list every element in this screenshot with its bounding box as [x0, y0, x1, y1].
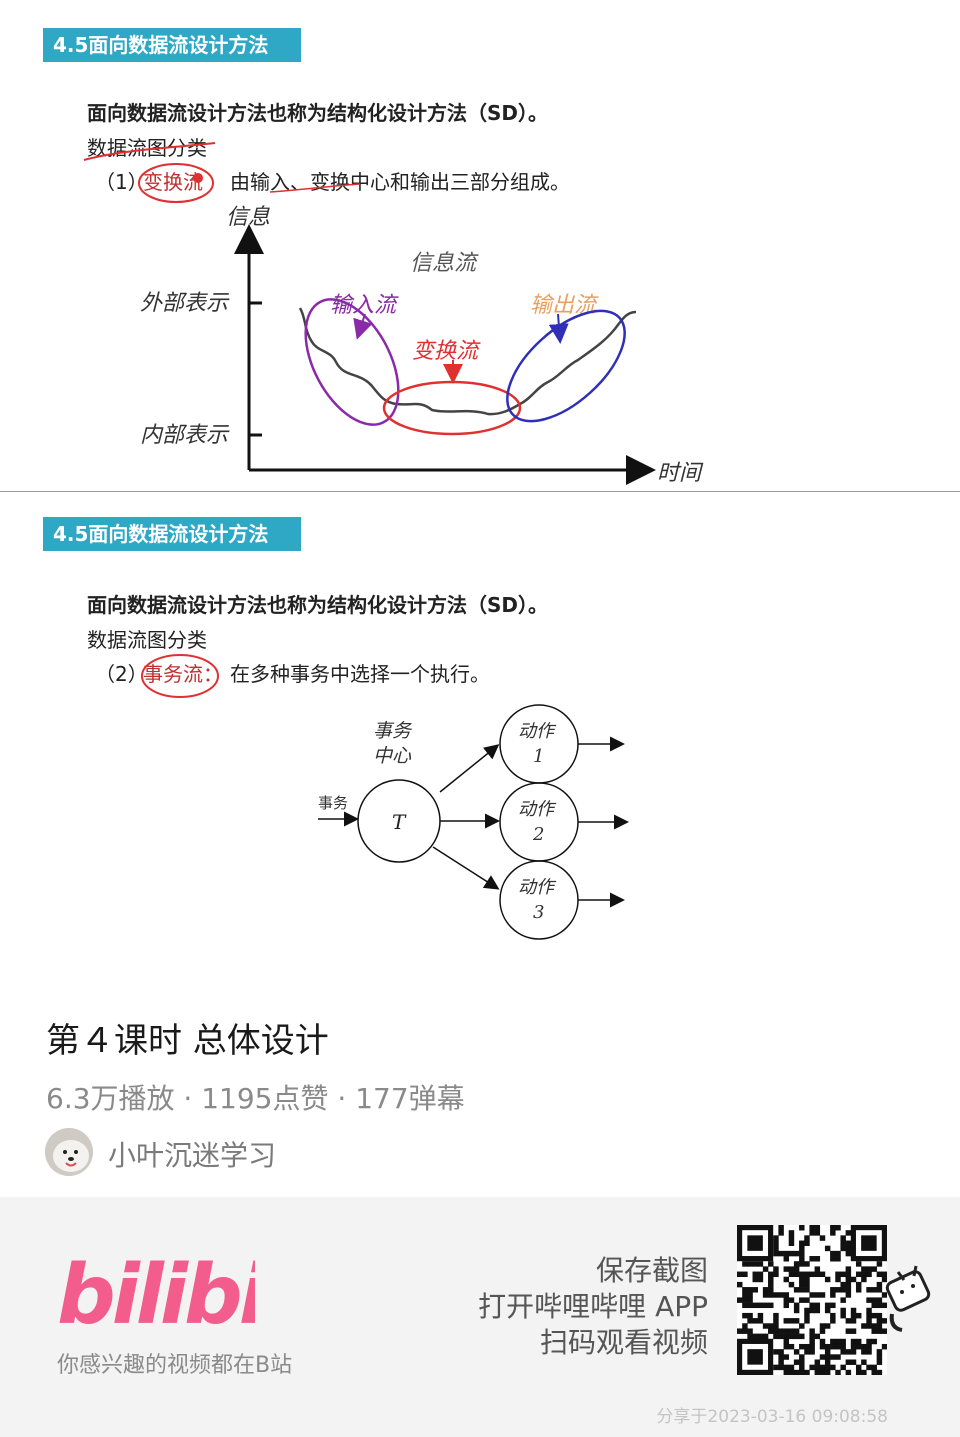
internal-representation-label: 内部表示	[140, 423, 230, 448]
transaction-input-label: 事务	[318, 794, 348, 812]
input-flow-region	[304, 298, 400, 426]
center-label-1: 事务	[373, 720, 413, 742]
action-node-3	[499, 860, 579, 940]
center-node-label: T	[392, 810, 407, 834]
subheading: 数据流图分类	[87, 628, 207, 652]
transform-flow-diagram: 信息 时间 外部表示 内部表示 信息流 输入流 输出流 变换流	[83, 142, 704, 486]
cta-open-app: 打开哔哩哔哩 APP	[478, 1290, 708, 1323]
slide-transaction-flow: 4.5面向数据流设计方法 面向数据流设计方法也称为结构化设计方法（SD）。 数据…	[0, 492, 960, 982]
action-node-2	[499, 782, 579, 862]
qr-code-icon	[737, 1225, 887, 1375]
transaction-flow-diagram: 事务 中心 事务 T 动作 1 动作 2 动作 3	[141, 654, 629, 940]
branch-arrow-1	[439, 744, 500, 793]
action-num-1: 1	[533, 746, 544, 767]
action-num-2: 2	[532, 824, 544, 845]
bilibili-logo: bilibili	[57, 1248, 255, 1333]
item-keyword: 事务流：	[143, 662, 223, 686]
annotation-circle	[138, 163, 214, 203]
cta-scan-qr: 扫码观看视频	[539, 1326, 708, 1359]
slogan: 你感兴趣的视频都在B站	[57, 1353, 293, 1378]
output-flow-label: 输出流	[530, 293, 599, 318]
slide-transform-flow: 4.5面向数据流设计方法 面向数据流设计方法也称为结构化设计方法（SD）。 数据…	[0, 0, 960, 491]
cta-save-screenshot: 保存截图	[595, 1254, 708, 1287]
annotation-circle	[141, 654, 219, 698]
share-timestamp: 分享于2023-03-16 09:08:58	[656, 1407, 888, 1427]
item-number: （2）	[95, 662, 148, 686]
avatar[interactable]	[45, 1128, 93, 1176]
input-arrow	[353, 313, 373, 340]
x-axis-label: 时间	[657, 461, 704, 486]
info-flow-label: 信息流	[410, 251, 479, 276]
video-stats: 6.3万播放 · 1195点赞 · 177弹幕	[46, 1082, 465, 1115]
action-label-2: 动作	[518, 799, 557, 820]
action-num-3: 3	[533, 902, 544, 923]
section-tag: 4.5面向数据流设计方法	[43, 28, 301, 62]
avatar-dog-icon	[45, 1128, 93, 1176]
output-flow-region	[506, 309, 626, 423]
transform-flow-label: 变换流	[412, 339, 481, 364]
qr-code[interactable]	[737, 1225, 887, 1375]
external-representation-label: 外部表示	[140, 291, 230, 316]
action-label-3: 动作	[518, 877, 557, 898]
item-keyword: 变换流	[143, 170, 203, 194]
svg-text:bilibili: bilibili	[57, 1248, 255, 1333]
branch-arrow-3	[432, 846, 500, 890]
slide-heading: 面向数据流设计方法也称为结构化设计方法（SD）。	[87, 593, 549, 617]
video-title[interactable]: 第４课时 总体设计	[46, 1021, 329, 1061]
input-flow-label: 输入流	[330, 293, 399, 318]
slide-divider	[0, 491, 960, 492]
subheading: 数据流图分类	[87, 136, 207, 160]
center-label-2: 中心	[373, 745, 412, 767]
y-axis-label: 信息	[226, 205, 270, 230]
share-footer: bilibili 你感兴趣的视频都在B站 保存截图 打开哔哩哔哩 APP 扫码观…	[0, 1197, 960, 1437]
annotation-dot	[193, 173, 203, 183]
action-label-1: 动作	[518, 721, 557, 742]
output-arrow	[548, 313, 569, 344]
annotation-stroke	[269, 183, 361, 193]
item-description: 在多种事务中选择一个执行。	[230, 662, 490, 686]
author-name[interactable]: 小叶沉迷学习	[108, 1139, 277, 1172]
transform-flow-region	[382, 380, 522, 436]
info-curve	[298, 307, 637, 416]
action-node-1	[499, 704, 579, 784]
tv-mascot-icon	[885, 1265, 931, 1332]
slide-heading: 面向数据流设计方法也称为结构化设计方法（SD）。	[87, 101, 549, 125]
annotation-underline	[83, 142, 216, 161]
section-tag: 4.5面向数据流设计方法	[43, 517, 301, 551]
